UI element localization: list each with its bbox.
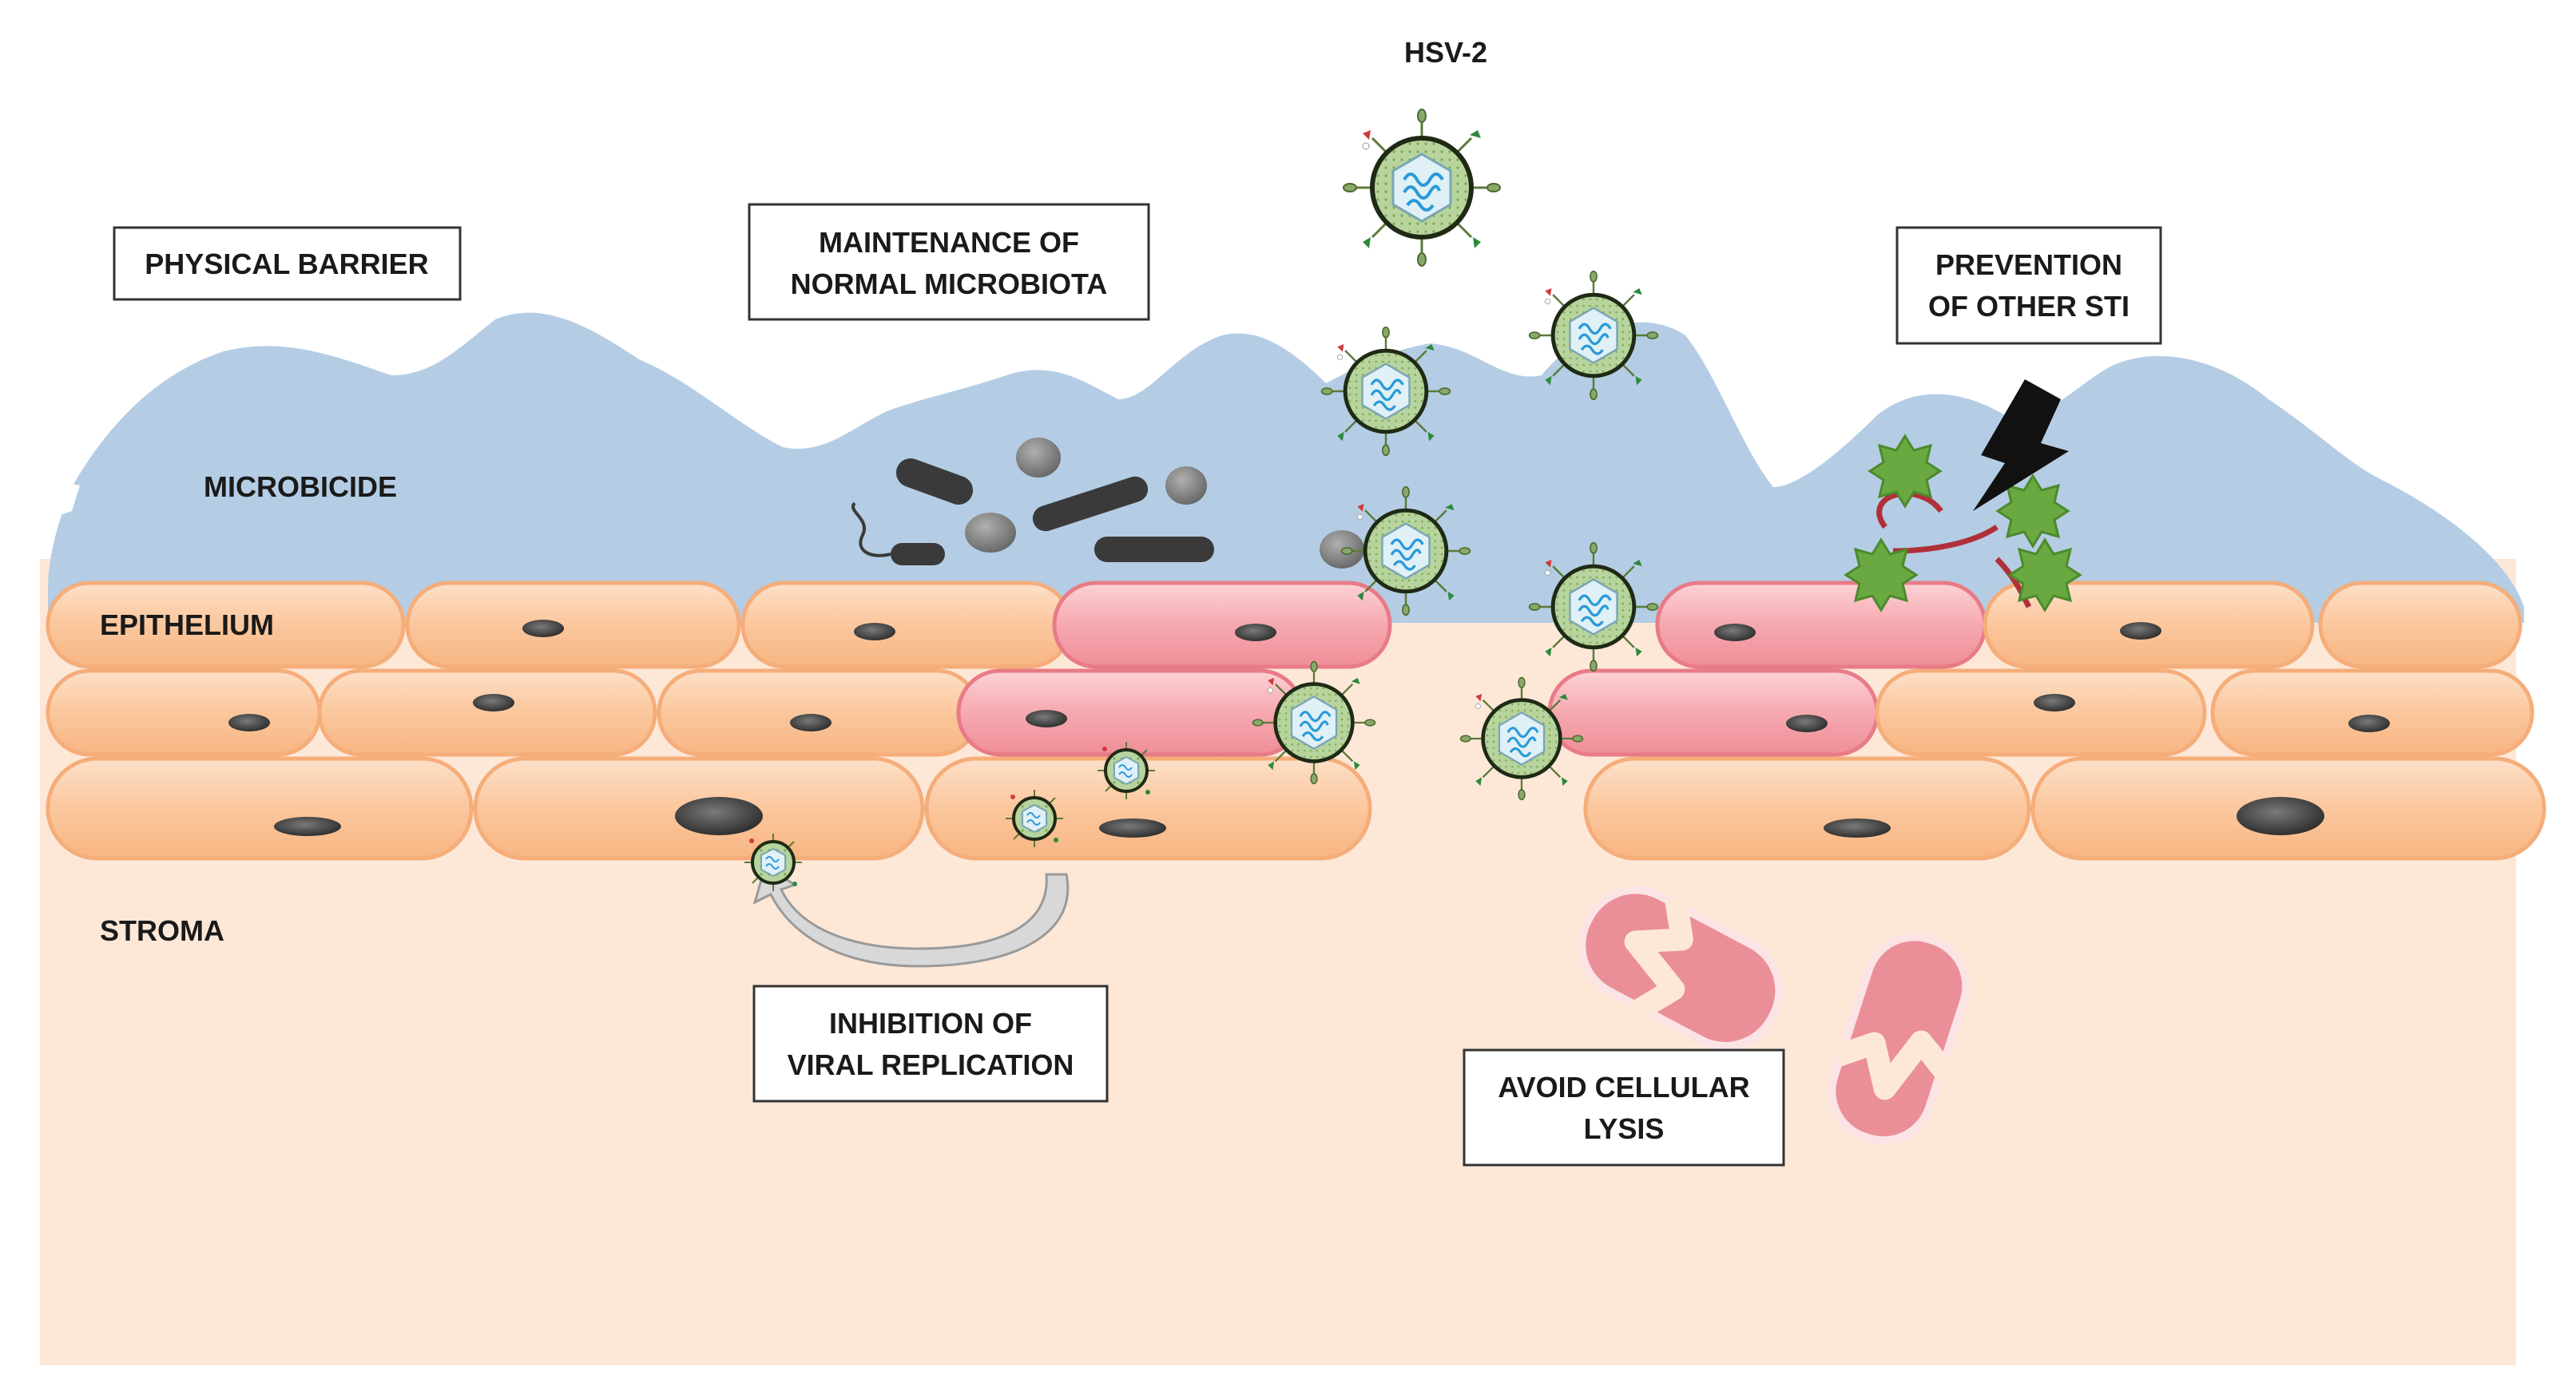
- epithelial-cell: [740, 581, 1073, 669]
- inhibition-text-line2: VIRAL REPLICATION: [788, 1048, 1074, 1081]
- nucleus: [2034, 694, 2075, 711]
- nucleus: [473, 694, 514, 711]
- epithelium-label: EPITHELIUM: [100, 608, 274, 641]
- nucleus: [1714, 624, 1756, 641]
- hsv2-virion: [1322, 327, 1451, 456]
- lightning-bolt-icon: [1973, 379, 2069, 511]
- nucleus: [2348, 715, 2390, 732]
- coccus-bacterium: [1165, 466, 1207, 505]
- epithelium-row-2: [46, 668, 2534, 757]
- epithelial-cell: [2210, 668, 2534, 757]
- sti-pathogen-star: [1868, 434, 1942, 508]
- nucleus: [790, 714, 832, 731]
- infected-cell: [1052, 581, 1392, 669]
- rod-bacterium: [1032, 476, 1149, 532]
- nucleus: [675, 797, 763, 835]
- lysed-cell: [1578, 886, 1784, 1050]
- physical-barrier-box: PHYSICAL BARRIER: [113, 226, 462, 301]
- epithelial-cell: [1875, 668, 2207, 757]
- hsv2-virion: [1344, 109, 1500, 266]
- nucleus: [1235, 624, 1276, 641]
- infected-cell: [956, 668, 1304, 757]
- epithelial-cell: [2318, 581, 2522, 669]
- coccus-bacterium: [965, 513, 1016, 553]
- epithelium-row-1: [46, 581, 2522, 669]
- microbiota-box: MAINTENANCE OF NORMAL MICROBIOTA: [748, 203, 1150, 321]
- hsv2-virion: [1461, 678, 1583, 800]
- epithelial-cell: [657, 668, 981, 757]
- epithelium-row-3: [46, 756, 2546, 861]
- inhibition-replication-box: INHIBITION OF VIRAL REPLICATION: [752, 985, 1109, 1103]
- nucleus: [228, 714, 270, 731]
- rod-bacterium: [891, 543, 945, 565]
- nucleus: [1026, 710, 1067, 727]
- prevention-sti-box: PREVENTION OF OTHER STI: [1895, 226, 2162, 345]
- avoid-lysis-text-line1: AVOID CELLULAR: [1498, 1071, 1749, 1104]
- nucleus: [274, 817, 341, 836]
- epithelial-cell: [405, 581, 741, 669]
- flagellum: [851, 501, 891, 557]
- avoid-lysis-text-line2: LYSIS: [1584, 1112, 1665, 1145]
- epithelial-cell: [317, 668, 657, 757]
- microbiota-bacteria: [851, 438, 1364, 569]
- hsv2-virion: [1530, 543, 1658, 672]
- hsv2-virion: [1530, 271, 1658, 400]
- nucleus: [2120, 622, 2161, 640]
- rod-bacterium: [1094, 537, 1214, 562]
- hsv2-virion: [1342, 487, 1471, 616]
- microbicide-label: MICROBICIDE: [204, 470, 397, 503]
- epithelial-cell: [46, 581, 406, 669]
- prevention-sti-text-line2: OF OTHER STI: [1928, 290, 2129, 323]
- nucleus: [522, 620, 564, 637]
- nucleus: [854, 623, 895, 640]
- nucleus: [2237, 797, 2324, 835]
- other-sti-pathogens: [1844, 379, 2082, 612]
- infected-cell: [1655, 581, 1987, 669]
- epithelial-cell: [46, 668, 322, 757]
- nucleus: [1824, 818, 1891, 838]
- nucleus: [1786, 715, 1828, 732]
- lysed-cell: [1828, 933, 1971, 1145]
- stroma-label: STROMA: [100, 914, 224, 947]
- physical-barrier-text: PHYSICAL BARRIER: [145, 248, 428, 280]
- hsv2-virion: [1253, 662, 1375, 784]
- avoid-lysis-box: AVOID CELLULAR LYSIS: [1463, 1048, 1785, 1167]
- coccus-bacterium: [1016, 438, 1061, 478]
- lysed-cells: [1578, 886, 1971, 1145]
- replicating-virus: [743, 832, 804, 893]
- prevention-sti-text-line1: PREVENTION: [1935, 248, 2122, 281]
- inhibition-text-line1: INHIBITION OF: [829, 1007, 1032, 1040]
- epithelial-cell: [1583, 756, 2031, 861]
- microbiota-text-line1: MAINTENANCE OF: [819, 226, 1079, 259]
- sti-pathogen-star: [1844, 538, 1918, 612]
- microbicide-layer: [48, 312, 2524, 623]
- nucleus: [1099, 818, 1166, 838]
- replication-arrow: [752, 864, 1070, 968]
- replicating-virus: [1096, 740, 1157, 801]
- sti-pathogen-star: [2008, 538, 2082, 612]
- infected-cell: [1547, 668, 1879, 757]
- epithelial-cell: [46, 756, 474, 861]
- hsv2-title: HSV-2: [1404, 36, 1487, 69]
- replicating-virus: [1004, 788, 1065, 849]
- rod-bacterium: [895, 458, 974, 505]
- microbiota-text-line2: NORMAL MICROBIOTA: [791, 268, 1108, 300]
